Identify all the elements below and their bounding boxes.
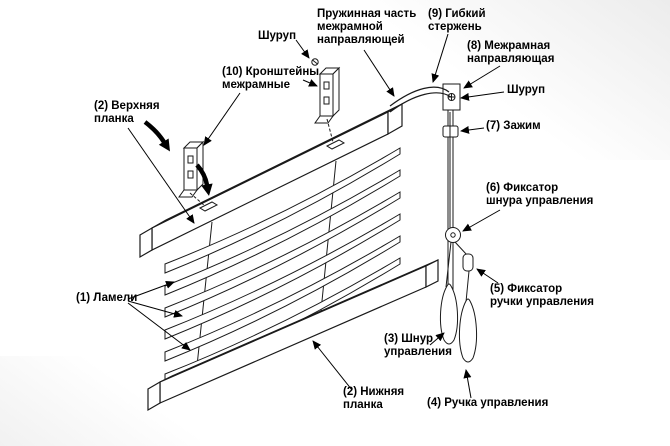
label-spring-part: Пружинная часть межрамной направляющей (317, 8, 417, 47)
label-handle-lock: (5) Фиксатор ручки управления (490, 283, 594, 309)
leader-lines (127, 33, 505, 399)
control-handles-drawing (439, 283, 478, 363)
label-control-cord: (3) Шнур управления (384, 333, 452, 359)
bottom-rail-drawing (147, 259, 439, 412)
label-flexible-rod: (9) Гибкий стержень (428, 8, 486, 34)
label-slats: (1) Ламели (76, 292, 138, 304)
label-screw-right: Шуруп (507, 84, 546, 96)
label-top-rail: (2) Верхняя планка (94, 100, 160, 126)
control-cord-drawing (445, 112, 470, 303)
top-rail-drawing (139, 102, 403, 259)
flexible-rod-drawing (389, 86, 452, 113)
handle-lock-drawing (462, 253, 474, 272)
label-interframe-guide: (8) Межрамная направляющая (467, 40, 555, 66)
screw-top-drawing (311, 58, 319, 66)
label-bottom-rail: (2) Нижняя планка (343, 386, 405, 412)
install-arrow-icons (143, 120, 213, 196)
cord-lock-drawing (445, 227, 461, 243)
label-interframe-brackets: (10) Кронштейны межрамные (222, 66, 320, 92)
label-cord-lock: (6) Фиксатор шнура управления (486, 182, 594, 208)
slats-drawing (164, 147, 401, 384)
interframe-bracket-right (314, 66, 341, 143)
label-screw-top: Шуруп (258, 30, 297, 42)
label-control-handle: (4) Ручка управления (427, 397, 549, 409)
label-clamp: (7) Зажим (486, 120, 541, 132)
interframe-guide-drawing (442, 83, 461, 317)
